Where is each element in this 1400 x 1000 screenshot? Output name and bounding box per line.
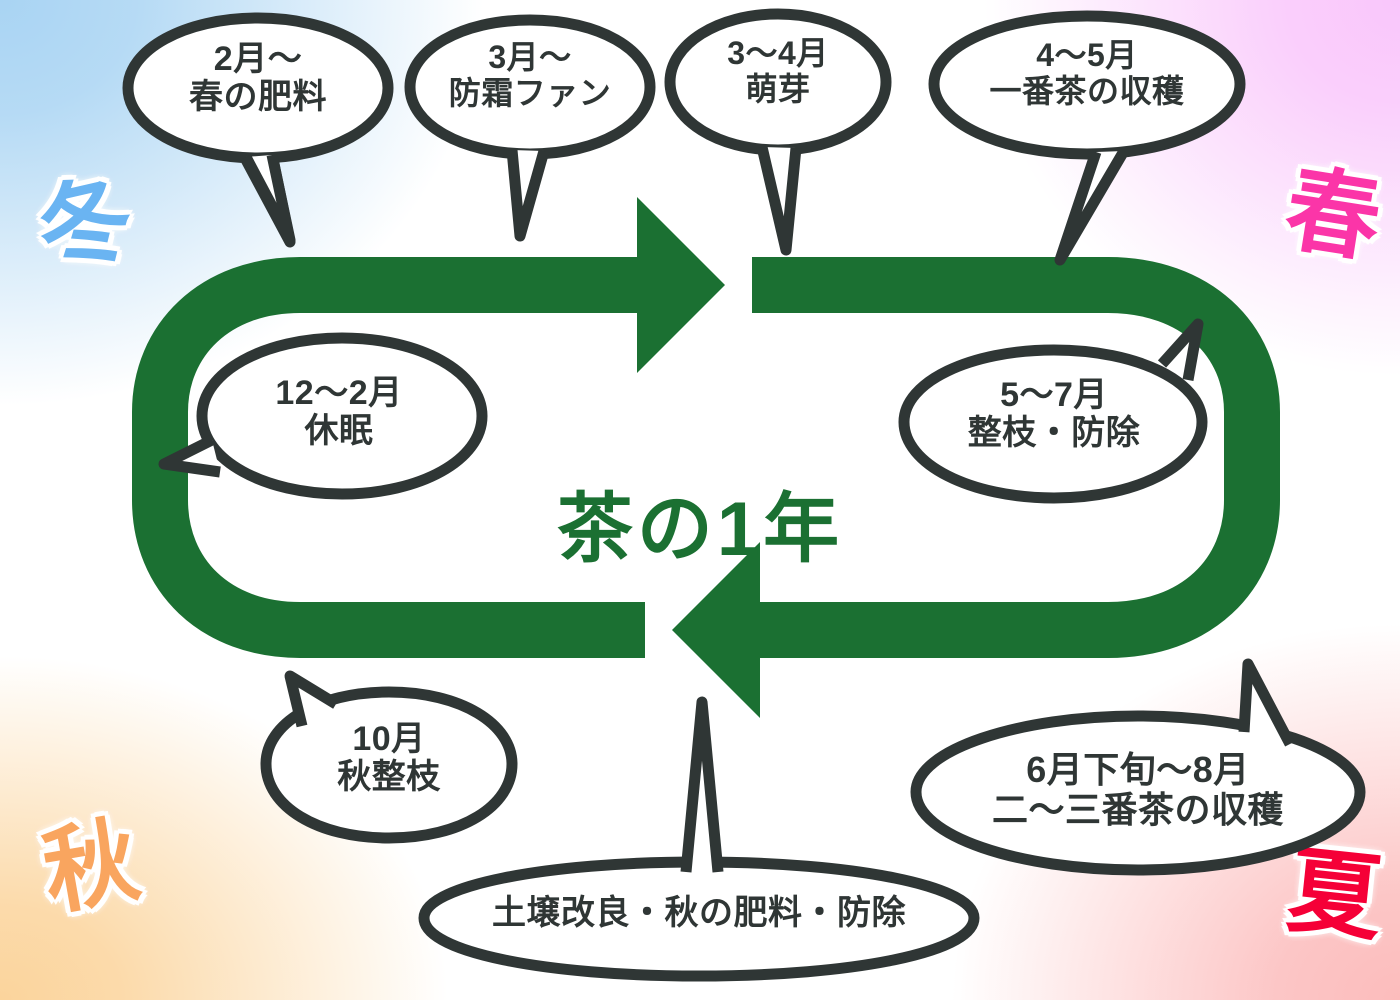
bubble-text: 10月 秋整枝 — [258, 720, 520, 796]
bubble-tail — [241, 153, 296, 246]
bubble-period: 2月〜 — [213, 40, 303, 78]
bubble-tail — [158, 435, 221, 478]
bubble-text: 土壌改良・秋の肥料・防除 — [418, 894, 980, 932]
bubble-shape — [928, 10, 1246, 160]
bubble-shape — [898, 344, 1208, 504]
bubble-period: 5〜7月 — [1000, 376, 1108, 414]
bubble-text: 6月下旬〜8月 二〜三番茶の収穫 — [908, 749, 1368, 831]
bubble-activity: 二〜三番茶の収穫 — [991, 789, 1284, 831]
bubble-period: 3月〜 — [488, 39, 572, 75]
bubble-text: 4〜5月 一番茶の収穫 — [928, 37, 1246, 110]
bubble-shape — [418, 856, 980, 982]
speech-bubble-first-harvest: 4〜5月 一番茶の収穫 — [928, 10, 1246, 266]
loop-arrowhead-top-right — [637, 197, 725, 373]
bubble-period: 6月下旬〜8月 — [1026, 749, 1250, 790]
bubble-activity: 土壌改良・秋の肥料・防除 — [492, 894, 906, 932]
page-title: 茶の1年 — [556, 487, 844, 572]
speech-bubble-spring-fertilizer: 2月〜 春の肥料 — [122, 12, 394, 248]
bubble-period: 4〜5月 — [1036, 37, 1138, 73]
speech-bubble-autumn-pruning: 10月 秋整枝 — [258, 670, 520, 844]
bubble-activity: 防霜ファン — [448, 74, 612, 111]
bubble-shape — [910, 710, 1366, 876]
speech-bubble-frost-fan: 3月〜 防霜ファン — [404, 14, 656, 242]
bubble-tail — [1054, 148, 1129, 266]
bubble-period: 10月 — [352, 720, 426, 758]
bubble-text: 5〜7月 整枝・防除 — [896, 376, 1212, 452]
bubble-tail — [1157, 318, 1204, 381]
bubble-activity: 春の肥料 — [189, 78, 327, 117]
bubble-tail — [506, 149, 550, 242]
loop-right-band — [752, 257, 1280, 658]
season-label-spring: 春 — [1278, 155, 1388, 274]
bubble-activity: 秋整枝 — [337, 758, 441, 797]
bubble-tail — [1238, 658, 1295, 747]
bubble-period: 3〜4月 — [727, 35, 829, 71]
bubble-tail — [680, 696, 724, 873]
speech-bubble-pruning-pest: 5〜7月 整枝・防除 — [896, 318, 1212, 504]
bubble-activity: 一番茶の収穫 — [989, 72, 1185, 109]
bubble-shape — [260, 686, 518, 844]
bubble-tail — [284, 670, 339, 728]
bubble-text: 3〜4月 萌芽 — [664, 35, 892, 108]
bubble-period: 12〜2月 — [275, 374, 403, 412]
loop-left-band — [132, 257, 645, 658]
season-label-autumn: 秋 — [35, 806, 147, 927]
speech-bubble-dormancy: 12〜2月 休眠 — [158, 332, 488, 502]
bubble-shape — [196, 332, 488, 500]
bubble-activity: 萌芽 — [745, 70, 811, 107]
bubble-activity: 整枝・防除 — [967, 414, 1141, 453]
speech-bubble-second-third-harvest: 6月下旬〜8月 二〜三番茶の収穫 — [908, 658, 1368, 876]
bubble-activity: 休眠 — [304, 412, 374, 451]
speech-bubble-budding: 3〜4月 萌芽 — [664, 8, 892, 256]
bubble-text: 12〜2月 休眠 — [196, 374, 482, 450]
bubble-tail — [756, 145, 802, 256]
bubble-text: 2月〜 春の肥料 — [122, 40, 394, 116]
bubble-text: 3月〜 防霜ファン — [404, 39, 656, 112]
loop-arrowhead-bottom-left — [672, 542, 760, 718]
speech-bubble-soil-improvement: 土壌改良・秋の肥料・防除 — [418, 696, 980, 982]
